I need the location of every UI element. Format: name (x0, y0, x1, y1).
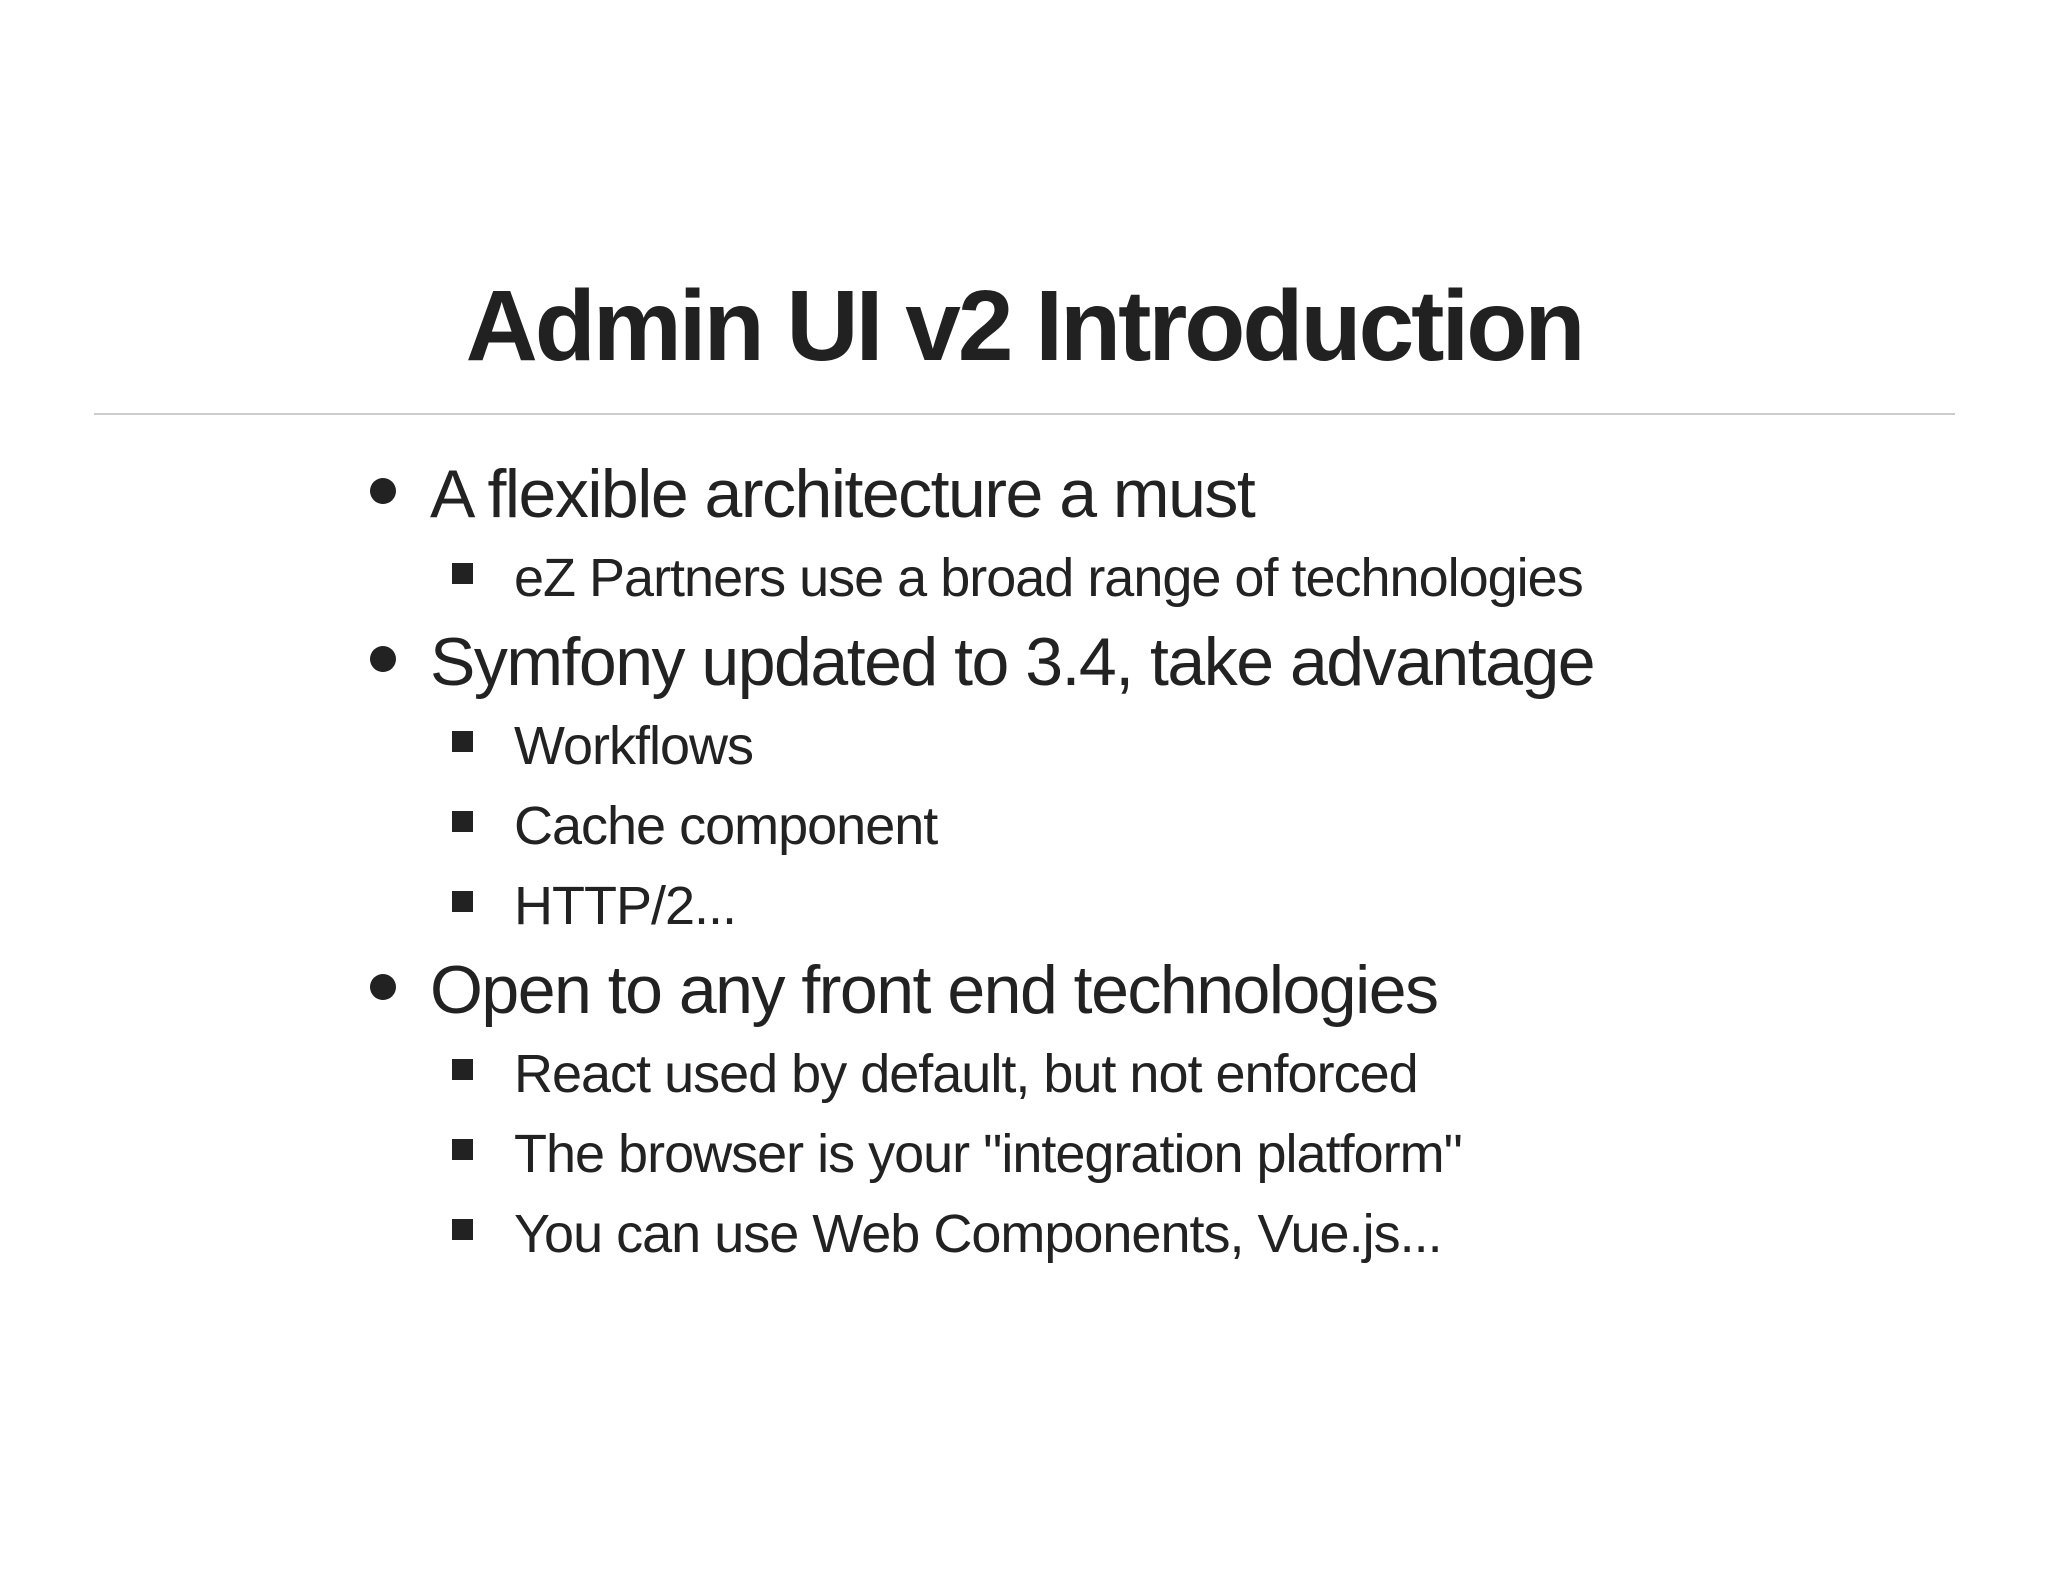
bullet-list: A flexible architecture a must eZ Partne… (368, 450, 2048, 1274)
bullet-dot-icon (370, 974, 396, 1000)
list-item: A flexible architecture a must eZ Partne… (368, 450, 2048, 618)
sub-list: eZ Partners use a broad range of technol… (452, 538, 2048, 618)
sub-list-item: Cache component (452, 786, 2048, 866)
sub-bullet-text: The browser is your "integration platfor… (514, 1124, 1463, 1184)
sub-bullet-text: Workflows (514, 716, 754, 776)
title-divider (93, 413, 1955, 415)
sub-bullet-text: Cache component (514, 796, 938, 856)
sub-list-item: You can use Web Components, Vue.js... (452, 1194, 2048, 1274)
sub-list-item: eZ Partners use a broad range of technol… (452, 538, 2048, 618)
sub-list-item: Workflows (452, 706, 2048, 786)
sub-list-item: The browser is your "integration platfor… (452, 1114, 2048, 1194)
list-item-row: Open to any front end technologies (368, 946, 2048, 1034)
bullet-square-icon (452, 731, 473, 752)
list-item: Symfony updated to 3.4, take advantage W… (368, 618, 2048, 946)
bullet-square-icon (452, 1139, 473, 1160)
sub-bullet-text: You can use Web Components, Vue.js... (514, 1204, 1443, 1264)
sub-list-item: HTTP/2... (452, 866, 2048, 946)
sub-list-item: React used by default, but not enforced (452, 1034, 2048, 1114)
bullet-dot-icon (370, 646, 396, 672)
list-item-row: Symfony updated to 3.4, take advantage (368, 618, 2048, 706)
bullet-square-icon (452, 1219, 473, 1240)
sub-list: React used by default, but not enforced … (452, 1034, 2048, 1274)
list-item-row: A flexible architecture a must (368, 450, 2048, 538)
bullet-square-icon (452, 563, 473, 584)
bullet-dot-icon (370, 478, 396, 504)
list-item: Open to any front end technologies React… (368, 946, 2048, 1274)
sub-bullet-text: React used by default, but not enforced (514, 1044, 1419, 1104)
bullet-text: A flexible architecture a must (430, 456, 1256, 532)
bullet-square-icon (452, 891, 473, 912)
slide-content: A flexible architecture a must eZ Partne… (368, 450, 2048, 1274)
sub-list: Workflows Cache component HTTP/2... (452, 706, 2048, 946)
bullet-text: Symfony updated to 3.4, take advantage (430, 624, 1596, 700)
bullet-square-icon (452, 1059, 473, 1080)
bullet-square-icon (452, 811, 473, 832)
sub-bullet-text: HTTP/2... (514, 876, 737, 936)
bullet-text: Open to any front end technologies (430, 952, 1439, 1028)
sub-bullet-text: eZ Partners use a broad range of technol… (514, 548, 1584, 608)
page-title: Admin UI v2 Introduction (465, 270, 1586, 382)
